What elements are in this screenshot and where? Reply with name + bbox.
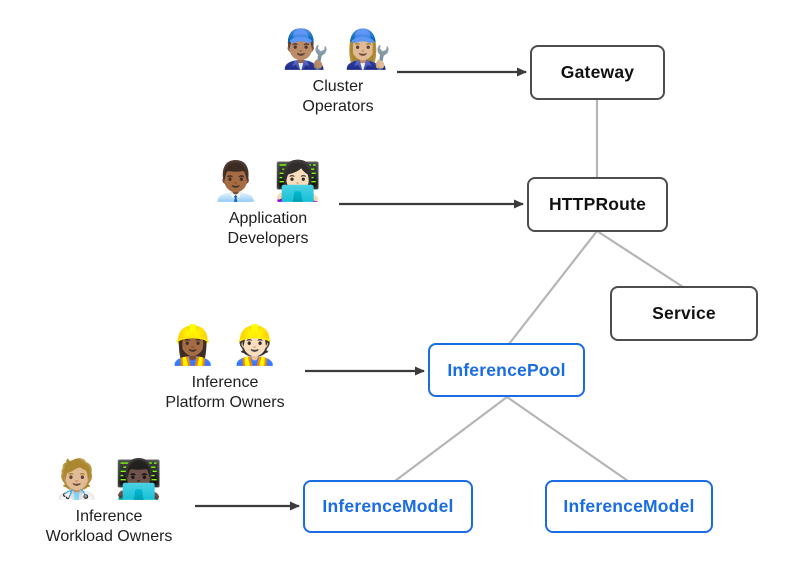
node-gateway: Gateway (530, 45, 665, 100)
label-line: Cluster (312, 77, 364, 95)
label-line: Workload Owners (45, 527, 173, 545)
node-httproute: HTTPRoute (527, 177, 668, 232)
node-label: HTTPRoute (548, 194, 647, 214)
edge-httproute-service (596, 230, 684, 288)
label-line: Inference (75, 507, 143, 525)
node-inferencepool: InferencePool (428, 343, 585, 397)
node-label: Service (652, 303, 716, 323)
node-label: InferenceModel (563, 496, 695, 516)
edge-inferencepool-inferencemodel-2 (506, 396, 629, 482)
node-label: InferencePool (447, 359, 566, 380)
node-inferencemodel-1: InferenceModel (303, 480, 473, 533)
construction-workers-emoji-icon: 👷🏾‍♀️ 👷🏻 (169, 325, 281, 367)
label-line: Operators (302, 97, 374, 115)
workload-owners-emoji-icon: 🧑🏼‍⚕️ 👨🏿‍💻 (53, 459, 165, 501)
node-label: InferenceModel (322, 496, 454, 516)
node-inferencemodel-2: InferenceModel (545, 480, 713, 533)
developers-emoji-icon: 👨🏾‍💼 👩🏻‍💻 (212, 161, 324, 203)
actor-application-developers: 👨🏾‍💼 👩🏻‍💻 Application Developers (186, 160, 350, 249)
actor-inference-platform-owners: 👷🏾‍♀️ 👷🏻 Inference Platform Owners (143, 324, 307, 413)
edge-httproute-inferencepool (508, 230, 598, 345)
edge-inferencepool-inferencemodel-1 (394, 396, 508, 482)
actor-inference-workload-owners: 🧑🏼‍⚕️ 👨🏿‍💻 Inference Workload Owners (27, 458, 191, 547)
label-line: Application (228, 209, 308, 227)
label-line: Inference (191, 373, 259, 391)
actor-arrows (195, 67, 527, 511)
label-line: Developers (227, 229, 309, 247)
application-developers-label: Application Developers (186, 209, 350, 249)
inference-platform-owners-label: Inference Platform Owners (143, 373, 307, 413)
actor-cluster-operators: 👨🏽‍🔧 👩🏼‍🔧 Cluster Operators (256, 28, 420, 117)
node-service: Service (610, 286, 758, 341)
cluster-operators-label: Cluster Operators (256, 77, 420, 117)
hierarchy-edges (394, 100, 684, 482)
node-label: Gateway (560, 62, 635, 82)
inference-workload-owners-label: Inference Workload Owners (27, 507, 191, 547)
label-line: Platform Owners (165, 393, 285, 411)
mechanics-emoji-icon: 👨🏽‍🔧 👩🏼‍🔧 (282, 29, 394, 71)
